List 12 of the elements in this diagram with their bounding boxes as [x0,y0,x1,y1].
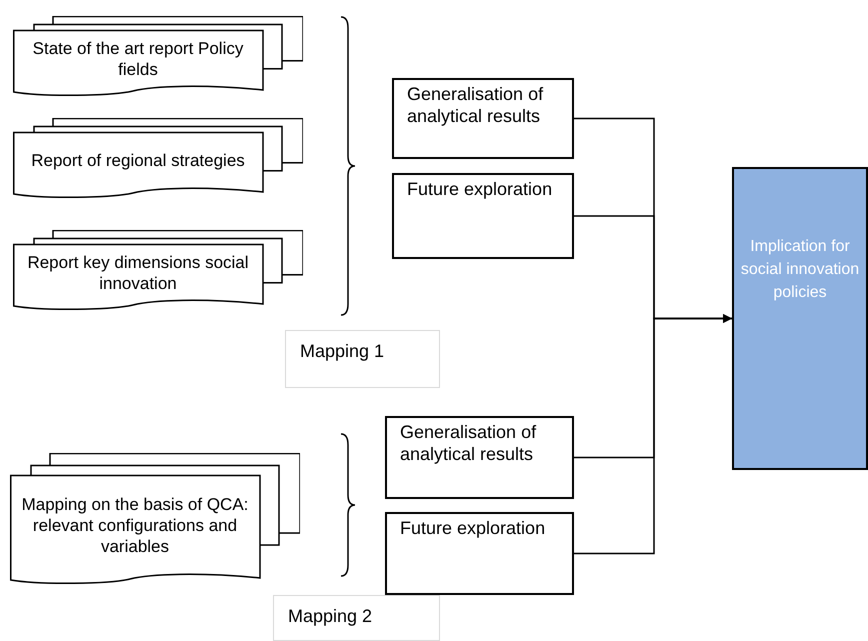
process-box: Future exploration [392,173,574,259]
phase-label-box: Mapping 1 [285,330,440,388]
outcome-box: Implication for social innovation policies [732,167,868,470]
connector-arrow [574,314,732,554]
document-label: State of the art report Policy fields [32,38,244,80]
document-label: Report key dimensions social innovation [26,252,250,294]
process-box: Future exploration [385,512,574,595]
process-box: Generalisation of analytical results [392,78,574,159]
phase-label-box: Mapping 2 [273,595,440,641]
document-label: Report of regional strategies [31,150,245,172]
process-box: Generalisation of analytical results [385,416,574,499]
document-label: Mapping on the basis of QCA: relevant configurations and variables [20,494,250,558]
